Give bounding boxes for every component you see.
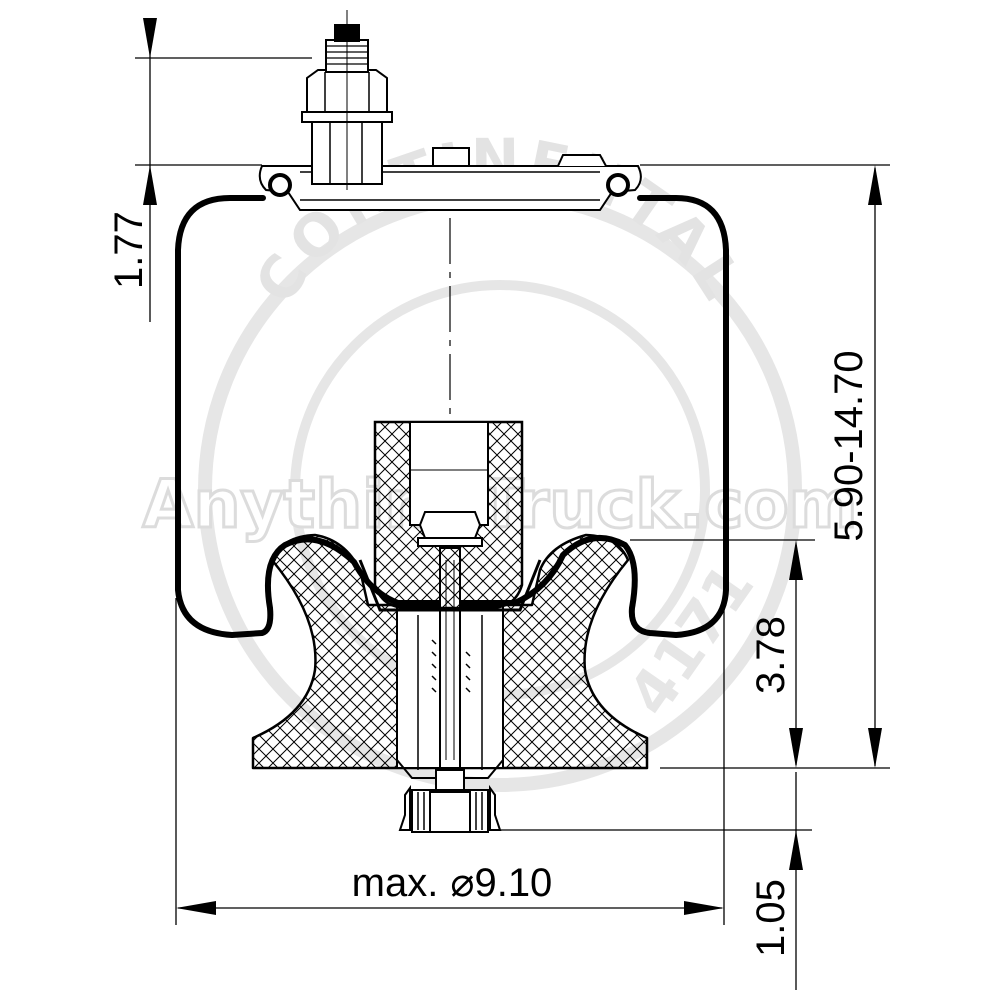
dim-max-diameter-prefix: max. — [352, 861, 439, 905]
bumper-retainer — [358, 559, 542, 612]
arrow-down — [868, 728, 882, 768]
dim-max-diameter: max.⌀9.10 — [352, 861, 553, 905]
piston-bolt-head — [435, 769, 465, 793]
dimension-lines — [135, 18, 890, 990]
arrow-up — [789, 540, 803, 580]
piston — [251, 533, 649, 793]
dim-piston-height: 3.78 — [749, 616, 793, 694]
diameter-symbol-icon: ⌀ — [450, 861, 474, 905]
arrow-down — [789, 728, 803, 768]
arrow-up — [143, 165, 157, 205]
dim-bottom-stud-length: 1.05 — [749, 879, 793, 957]
air-inlet-tab — [557, 154, 607, 167]
bumper-cavity — [409, 421, 489, 526]
dim-top-mount-height: 1.77 — [107, 211, 151, 289]
right-crimp-bead — [606, 173, 630, 197]
bottom-stud — [398, 784, 502, 833]
arrow-down — [143, 18, 157, 58]
arrow-left — [176, 901, 216, 915]
bumper-cap-nut — [418, 511, 482, 539]
top-mounting-stud — [301, 10, 393, 190]
arrow-right — [684, 901, 724, 915]
dim-max-diameter-value: 9.10 — [474, 861, 552, 905]
dim-working-height-range: 5.90-14.70 — [827, 350, 871, 541]
arrow-up — [868, 165, 882, 205]
left-crimp-bead — [268, 173, 292, 197]
arrow-up — [789, 830, 803, 870]
air-fitting-boss — [432, 147, 470, 167]
dimension-arrows — [143, 18, 882, 915]
internal-bumper — [358, 420, 542, 612]
